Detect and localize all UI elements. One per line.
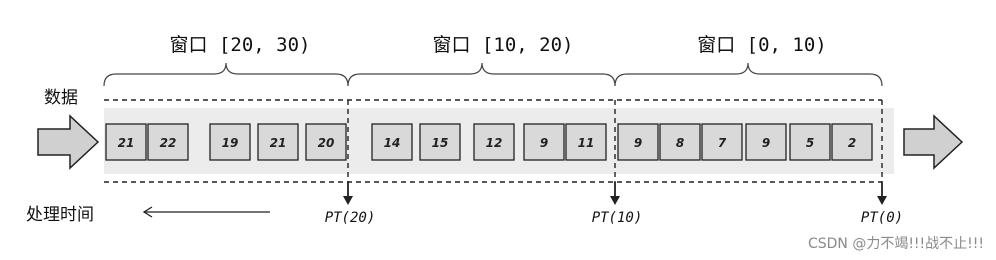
event-value: 15: [432, 136, 449, 150]
event-box: 8: [659, 123, 701, 161]
event-value: 14: [384, 136, 401, 150]
event-value: 9: [762, 136, 770, 150]
pt-marker-label: PT(0): [861, 210, 903, 226]
event-value: 8: [676, 136, 684, 150]
watermark-text: CSDN @力不竭!!!战不止!!!: [808, 236, 984, 252]
event-value: 9: [634, 136, 642, 150]
event-value: 9: [540, 136, 548, 150]
event-value: 11: [578, 136, 595, 150]
window-brace: [347, 62, 616, 87]
event-box: 14: [371, 123, 413, 161]
event-value: 22: [160, 136, 177, 150]
pt-marker-label: PT(20): [325, 210, 376, 226]
event-value: 19: [222, 136, 239, 150]
window-label: 窗口 [20, 30): [170, 34, 311, 56]
event-value: 5: [806, 136, 814, 150]
stream-output-arrow: [903, 114, 964, 170]
event-value: 7: [718, 136, 727, 150]
pt-marker-arrowhead: [610, 196, 620, 205]
event-box: 9: [745, 123, 787, 161]
event-box: 11: [565, 123, 607, 161]
window-brace: [614, 62, 883, 87]
event-value: 12: [486, 136, 503, 150]
event-value: 21: [118, 136, 135, 150]
processing-time-label: 处理时间: [26, 205, 94, 225]
stream-input-arrow: [37, 114, 100, 170]
event-box: 19: [209, 123, 251, 161]
window-label: 窗口 [0, 10): [697, 34, 827, 56]
event-box: 9: [523, 123, 565, 161]
data-label: 数据: [44, 88, 78, 108]
pt-marker-arrowhead: [343, 196, 353, 205]
event-box: 5: [789, 123, 831, 161]
window-brace: [103, 62, 349, 87]
event-box: 2: [831, 123, 873, 161]
event-box: 7: [701, 123, 743, 161]
pt-marker-arrowhead: [877, 196, 887, 205]
event-box: 15: [419, 123, 461, 161]
processing-time-arrow-head: [142, 206, 153, 218]
event-box: 22: [147, 123, 189, 161]
event-value: 20: [318, 136, 335, 150]
event-box: 20: [305, 123, 347, 161]
window-label: 窗口 [10, 20): [433, 34, 574, 56]
event-box: 21: [105, 123, 147, 161]
event-value: 21: [270, 136, 287, 150]
pt-marker-label: PT(10): [592, 210, 643, 226]
event-value: 2: [848, 136, 856, 150]
event-box: 21: [257, 123, 299, 161]
event-box: 9: [617, 123, 659, 161]
event-box: 12: [473, 123, 515, 161]
